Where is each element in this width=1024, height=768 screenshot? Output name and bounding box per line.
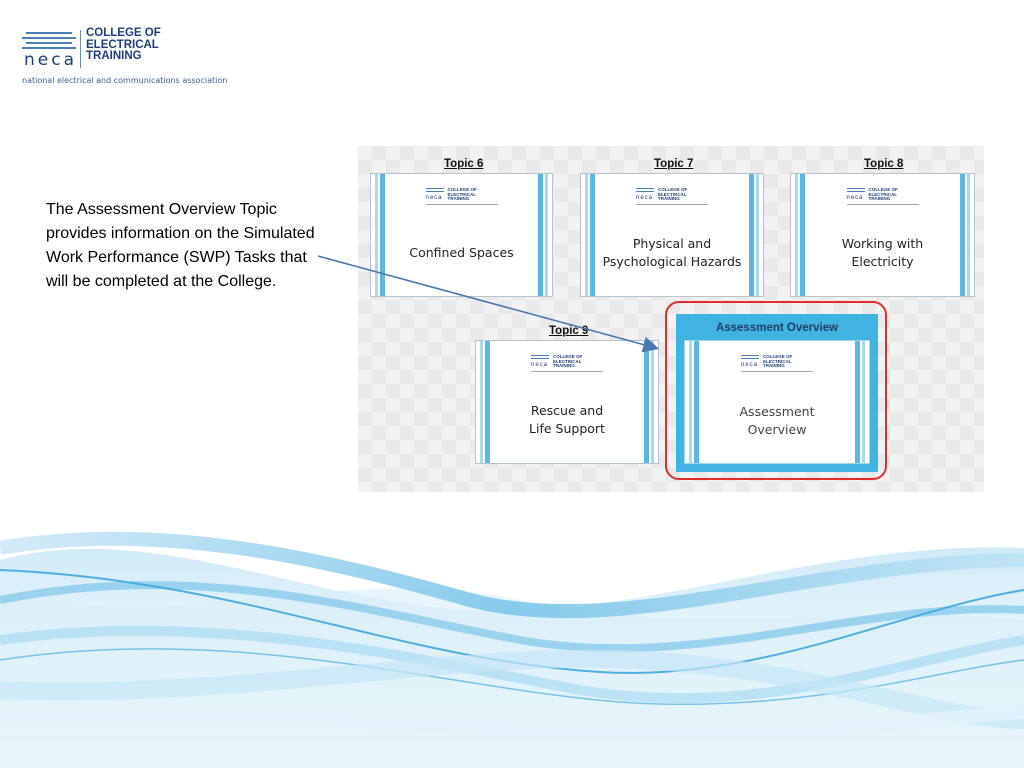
- logo-neca-text: neca: [24, 50, 77, 70]
- topic-8-card[interactable]: neca COLLEGE OF ELECTRICAL TRAINING Work…: [790, 173, 975, 297]
- topic-7-card[interactable]: neca COLLEGE OF ELECTRICAL TRAINING Phys…: [580, 173, 764, 297]
- assessment-overview-header: Assessment Overview: [715, 322, 839, 334]
- highlight-outline: [665, 301, 887, 480]
- description-text: The Assessment Overview Topic provides i…: [46, 201, 315, 290]
- topic-9-card[interactable]: neca COLLEGE OF ELECTRICAL TRAINING Resc…: [475, 340, 659, 464]
- logo-stripes-icon: [22, 32, 76, 52]
- mini-logo-icon: neca COLLEGE OF ELECTRICAL TRAINING: [531, 354, 603, 379]
- topic-8-title: Working with Electricity: [841, 236, 924, 269]
- mini-logo-icon: neca COLLEGE OF ELECTRICAL TRAINING: [846, 187, 919, 212]
- topic-6-label: Topic 6: [444, 158, 484, 170]
- topic-6-title: Confined Spaces: [409, 245, 514, 260]
- logo-divider: [80, 30, 81, 68]
- logo-tagline: national electrical and communications a…: [22, 76, 228, 85]
- topic-9-label: Topic 9: [549, 325, 589, 337]
- topic-9-title: Rescue and Life Support: [529, 403, 605, 436]
- pointer-arrow: [317, 255, 660, 353]
- mini-logo-icon: neca COLLEGE OF ELECTRICAL TRAINING: [425, 187, 498, 212]
- logo-college-text: COLLEGE OF ELECTRICAL TRAINING: [86, 27, 161, 62]
- topic-8-label: Topic 8: [864, 158, 904, 170]
- topic-6-card[interactable]: neca COLLEGE OF ELECTRICAL TRAINING Conf…: [370, 173, 553, 297]
- neca-logo: neca COLLEGE OF ELECTRICAL TRAINING nati…: [22, 27, 242, 90]
- mini-logo-icon: neca COLLEGE OF ELECTRICAL TRAINING: [636, 187, 708, 212]
- assessment-overview-frame[interactable]: Assessment Overview neca COLLEGE OF ELEC…: [676, 314, 878, 472]
- assessment-overview-card[interactable]: neca COLLEGE OF ELECTRICAL TRAINING Asse…: [684, 340, 870, 464]
- assessment-overview-title: Assessment Overview: [739, 404, 815, 437]
- topic-7-title: Physical and Psychological Hazards: [602, 236, 742, 269]
- topic-7-label: Topic 7: [654, 158, 694, 170]
- wave-background: [0, 531, 1024, 768]
- mini-logo-icon: neca COLLEGE OF ELECTRICAL TRAINING: [741, 354, 813, 379]
